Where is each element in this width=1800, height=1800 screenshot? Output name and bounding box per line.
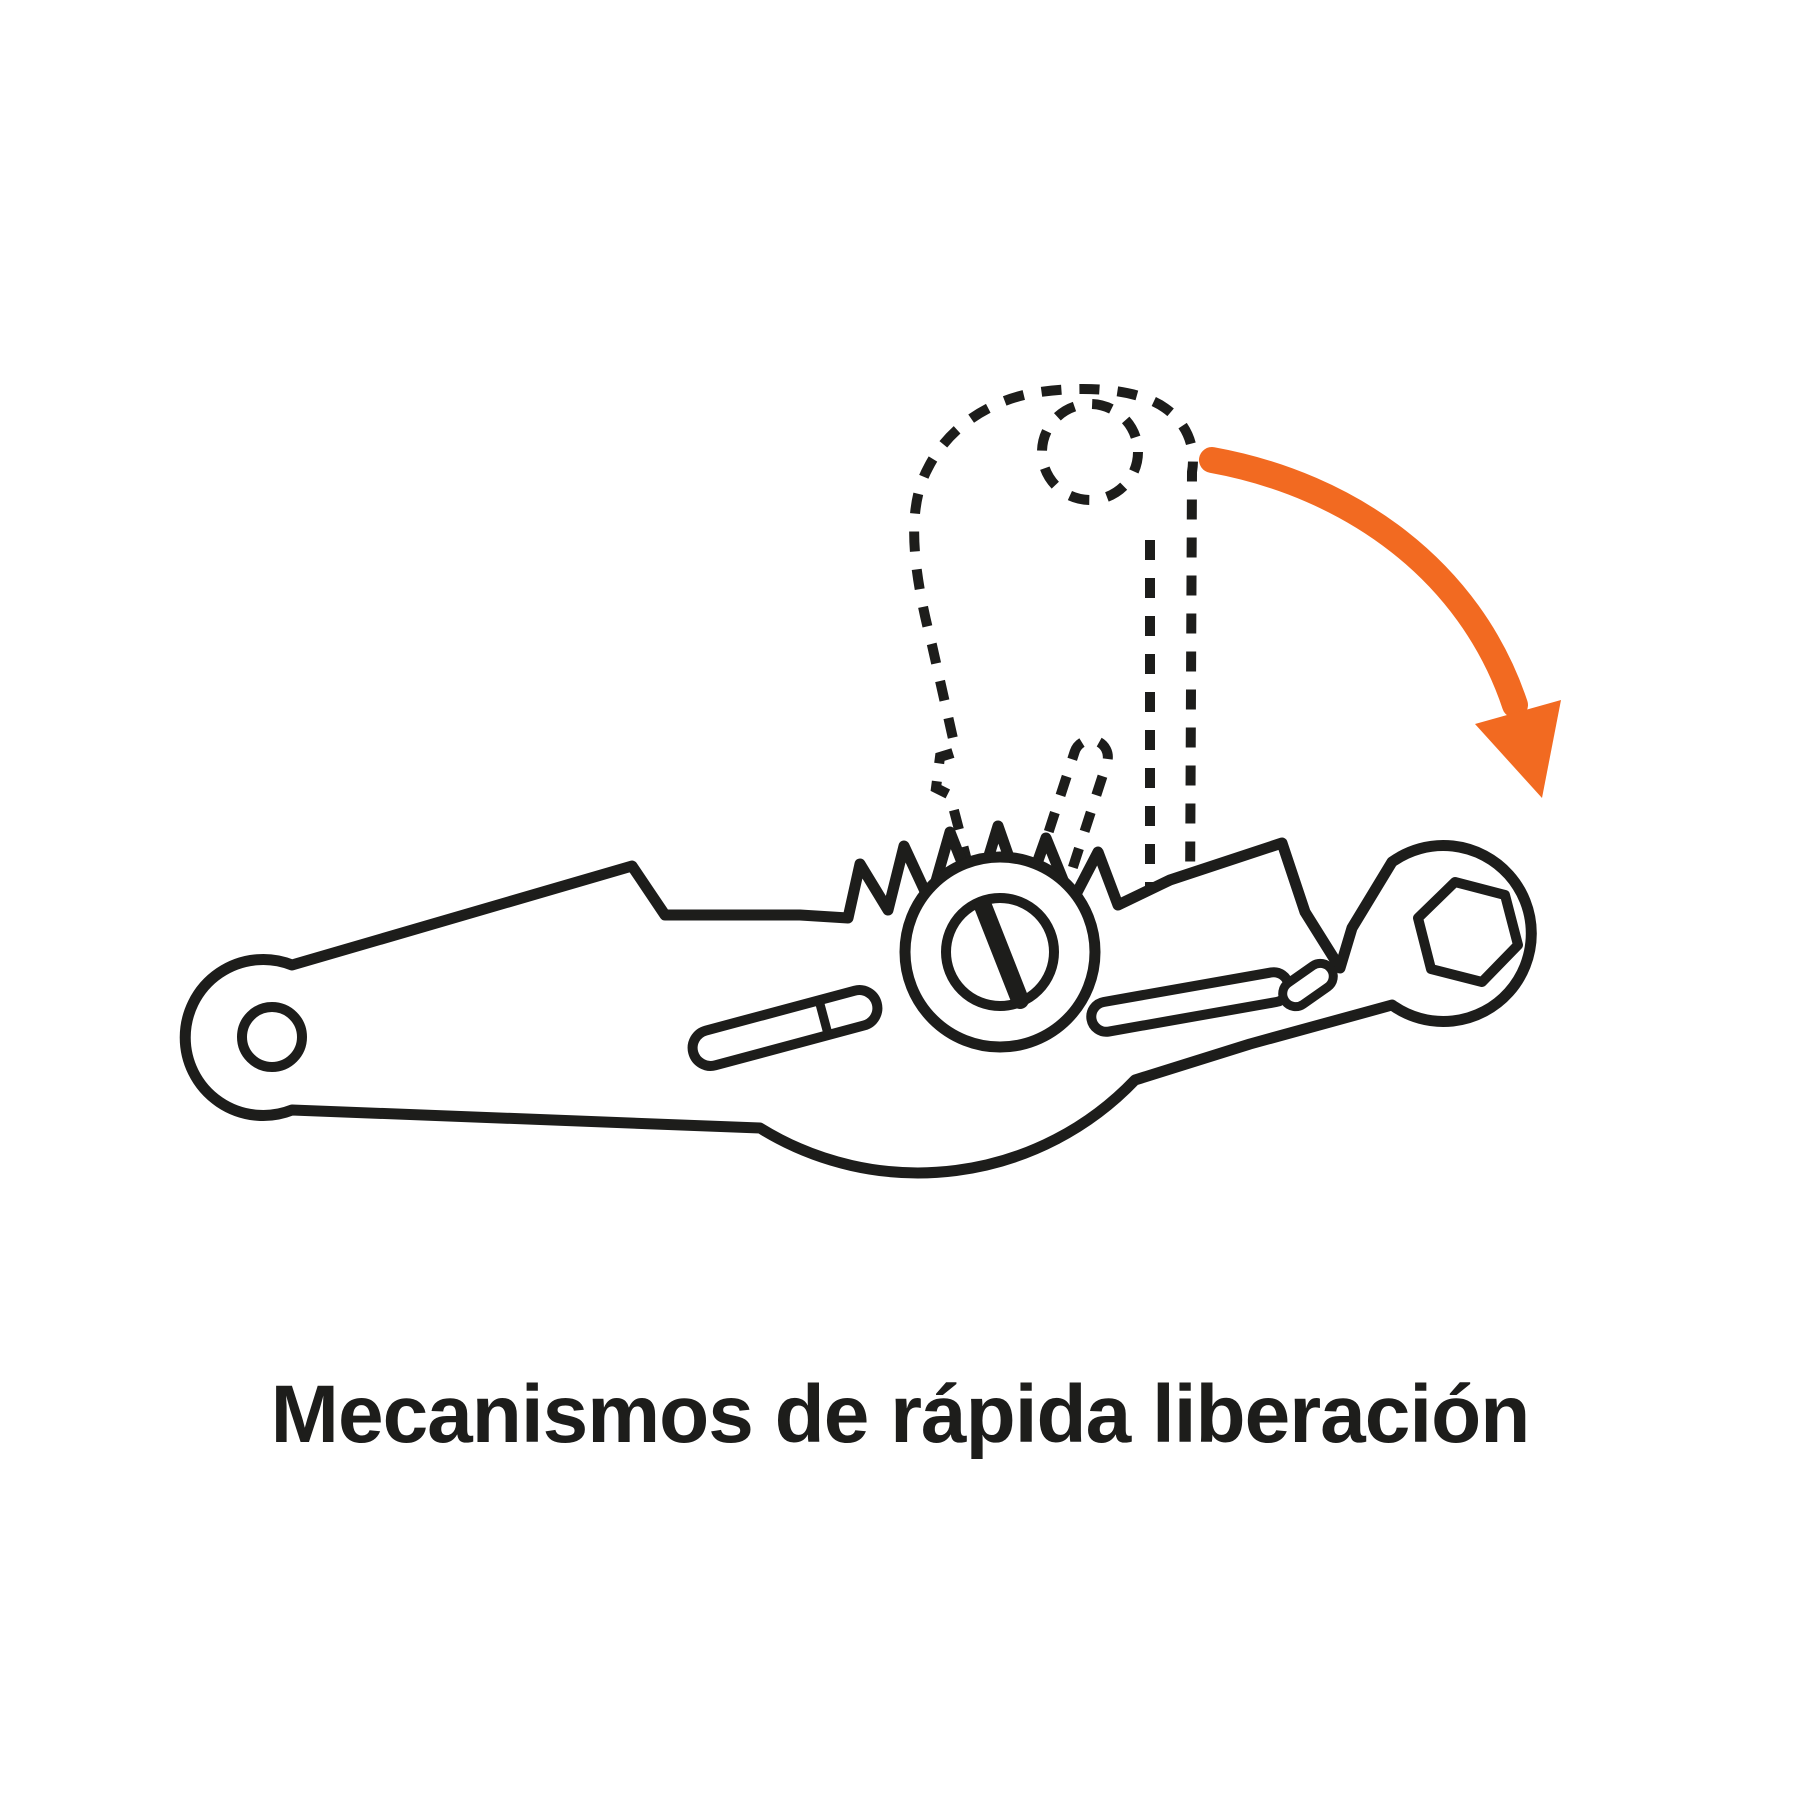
motion-arrowhead-icon bbox=[1475, 700, 1561, 798]
motion-arrow bbox=[1199, 447, 1561, 798]
dashed-handle-path bbox=[909, 384, 1198, 905]
caption: Mecanismos de rápida liberación bbox=[270, 1369, 1531, 1460]
hex-socket bbox=[1413, 877, 1523, 987]
handle-hole bbox=[1037, 399, 1143, 505]
left-end-hole bbox=[237, 1002, 307, 1072]
screw-slot bbox=[974, 897, 1029, 1009]
axle-hub bbox=[899, 851, 1101, 1053]
left-strap-slot bbox=[687, 985, 883, 1071]
dashed-handle-outline bbox=[909, 384, 1198, 905]
left-slot-pin bbox=[814, 999, 833, 1037]
motion-arrow-shaft bbox=[1199, 447, 1528, 718]
right-slot-pin bbox=[1278, 958, 1338, 1012]
